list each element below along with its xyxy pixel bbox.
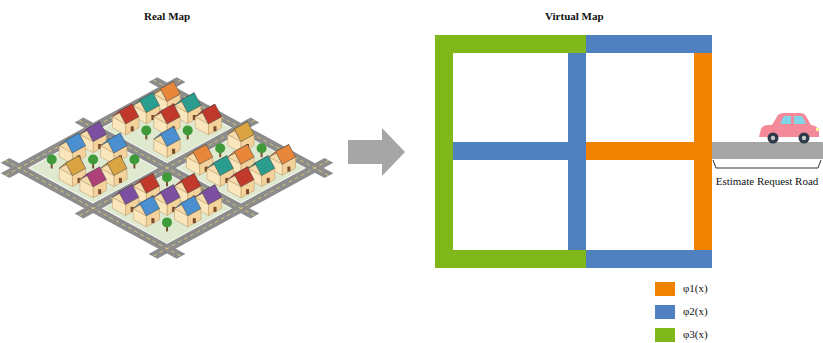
house-roof (234, 122, 254, 142)
house-roof (234, 167, 254, 187)
house-roof (87, 122, 107, 142)
house-roof (214, 156, 234, 176)
road-blue (586, 250, 712, 268)
road-orange (694, 53, 712, 250)
virtual-map (435, 35, 823, 268)
figure-title: Virtual Map (545, 10, 604, 22)
street (1, 158, 186, 259)
request-road (712, 142, 823, 159)
house-door (193, 218, 196, 223)
lane-line (79, 120, 255, 216)
house-roof (181, 196, 201, 216)
tree (141, 125, 151, 135)
house-door (119, 178, 122, 183)
house-roof (181, 93, 201, 113)
house-roof (276, 144, 296, 164)
legend-text: φ1(x) (683, 282, 708, 294)
house-door (287, 167, 290, 172)
tree (257, 143, 267, 153)
transform-arrow (348, 128, 405, 176)
street (149, 158, 334, 259)
house-door (172, 149, 175, 154)
street (75, 118, 260, 219)
road-blue (586, 35, 712, 53)
house-roof (193, 144, 213, 164)
tree (215, 143, 225, 153)
tree (183, 125, 193, 135)
legend-swatch (655, 328, 675, 342)
house-roof (181, 173, 201, 193)
road-blue (568, 53, 586, 250)
legend-swatch (655, 282, 675, 296)
house-door (151, 218, 154, 223)
house-roof (160, 82, 180, 102)
house-roof (160, 104, 180, 124)
legend-text: φ3(x) (683, 328, 708, 340)
house-roof (234, 144, 254, 164)
house-door (267, 178, 270, 183)
house-roof (119, 104, 139, 124)
road-bracket (713, 160, 821, 168)
legend-text: φ2(x) (683, 305, 708, 317)
road-orange (586, 142, 694, 160)
house-roof (202, 104, 222, 124)
house-roof (140, 196, 160, 216)
house-roof (119, 185, 139, 205)
house-door (131, 126, 134, 131)
house-door (214, 207, 217, 212)
tree (162, 217, 172, 227)
house-door (214, 126, 217, 131)
lane-line (153, 160, 329, 256)
road-green (435, 250, 586, 268)
tree (129, 155, 139, 165)
house-roof (202, 185, 222, 205)
road-green (435, 35, 453, 268)
lane-line (79, 120, 255, 216)
legend-swatch (655, 305, 675, 319)
road-green (435, 35, 586, 53)
city-block (104, 174, 231, 243)
house-roof (160, 127, 180, 147)
house-roof (255, 156, 275, 176)
tree (88, 155, 98, 165)
street (75, 118, 260, 219)
house-roof (107, 133, 127, 153)
house-roof (107, 156, 127, 176)
road-blue (453, 142, 568, 160)
house-roof (140, 173, 160, 193)
house-roof (87, 167, 107, 187)
house-roof (140, 93, 160, 113)
car-icon (759, 113, 819, 144)
road-caption: Estimate Request Road (715, 175, 819, 188)
tree (162, 172, 172, 182)
house-door (246, 189, 249, 194)
house-roof (66, 156, 86, 176)
lane-line (5, 160, 181, 256)
house-door (98, 189, 101, 194)
tree (47, 155, 57, 165)
city-illustration (1, 77, 334, 258)
figure-title: Real Map (144, 10, 190, 22)
house-roof (160, 185, 180, 205)
house-roof (66, 133, 86, 153)
